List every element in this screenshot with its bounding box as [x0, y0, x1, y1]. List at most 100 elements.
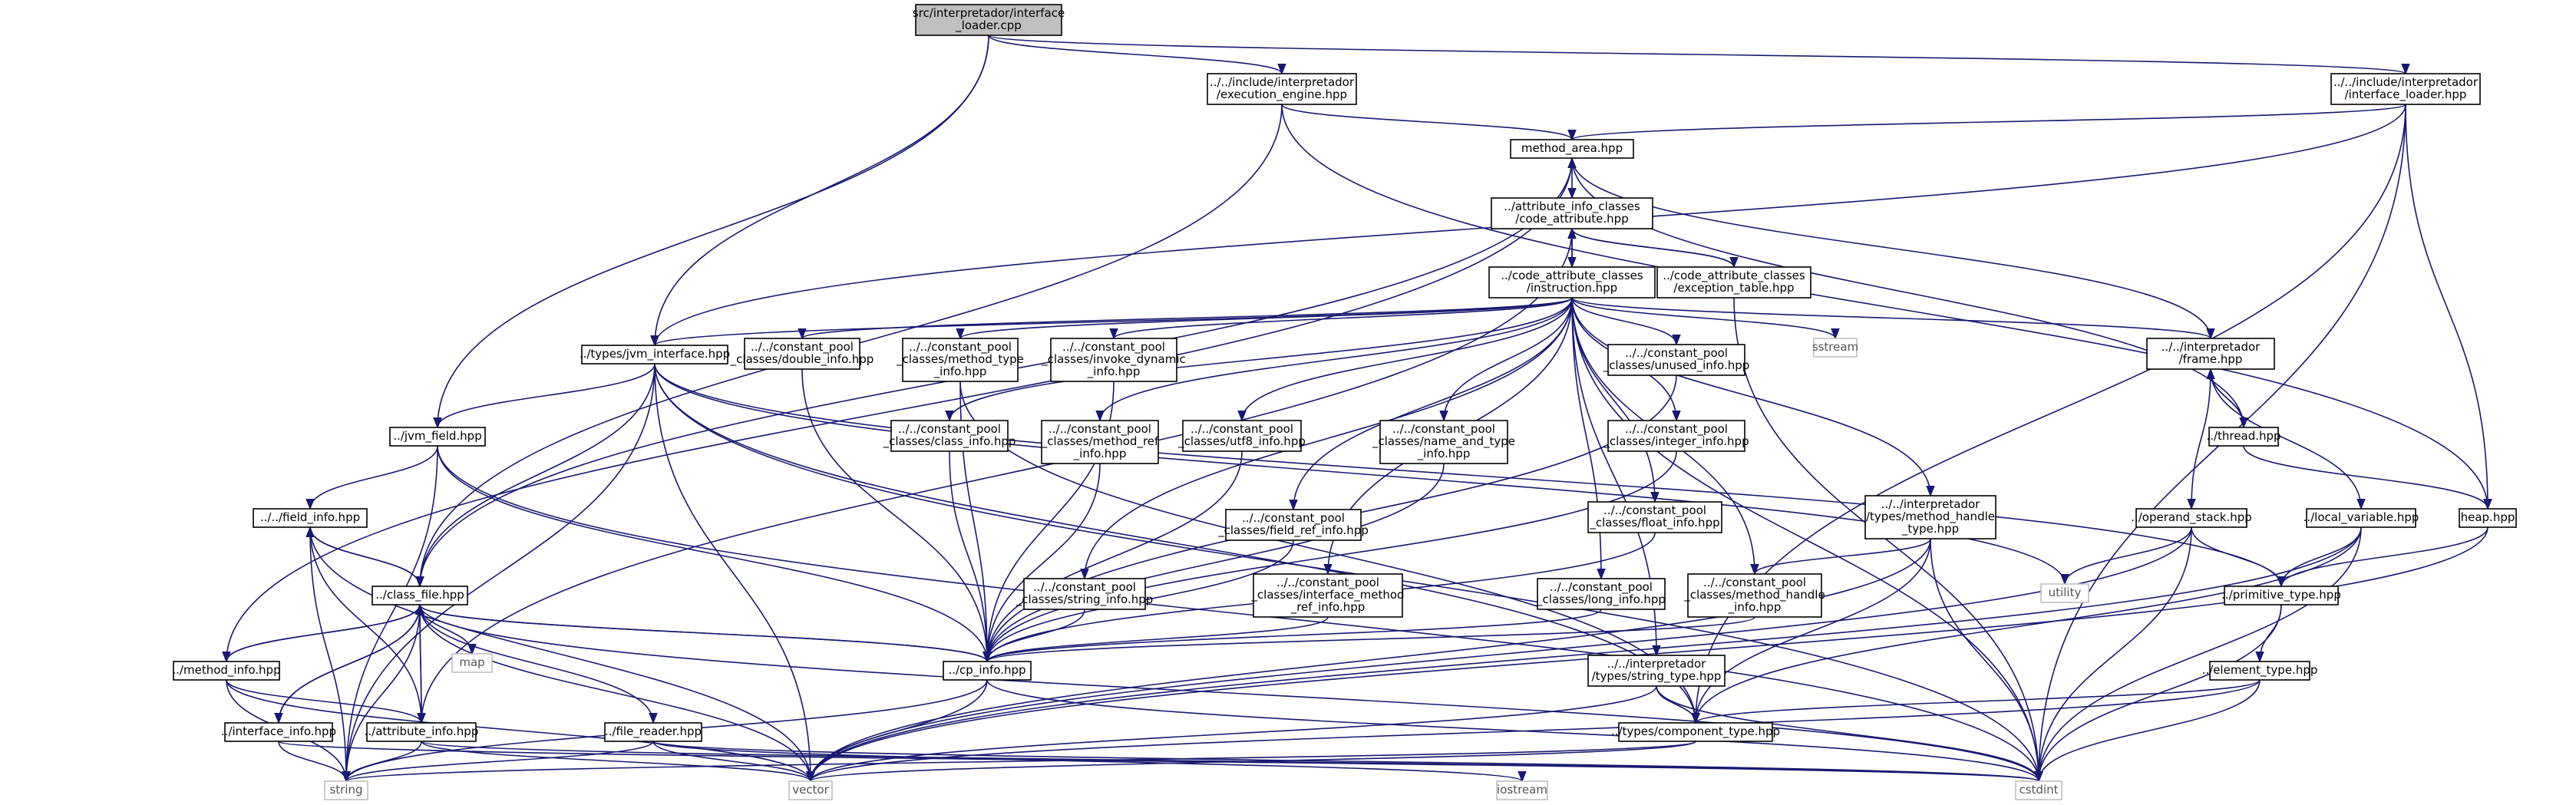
node-unused-info[interactable]: ../../constant_pool_classes/unused_info.…	[1603, 344, 1750, 376]
node-label: ../../field_info.hpp	[260, 510, 360, 525]
edge-instruction-to-method_ref	[1095, 297, 1573, 422]
node-utility[interactable]: utility	[2040, 583, 2089, 603]
node-label: ../interface_info.hpp	[221, 724, 336, 739]
node-method-area[interactable]: method_area.hpp	[1510, 139, 1634, 159]
node-cstdint[interactable]: cstdint	[2015, 780, 2062, 800]
node-label: map	[459, 655, 484, 669]
node-string-type[interactable]: ../../interpretador/types/string_type.hp…	[1587, 655, 1726, 687]
node-interface-info[interactable]: ../interface_info.hpp	[221, 722, 336, 742]
node-sstream[interactable]: sstream	[1812, 338, 1858, 358]
node-label: string	[329, 783, 362, 797]
edge-class_info-to-cp_info	[949, 450, 992, 663]
node-heap[interactable]: heap.hpp	[2459, 508, 2517, 528]
node-label: ../../constant_pool	[898, 422, 1001, 437]
node-iface-loader[interactable]: ../../include/interpretador/interface_lo…	[2330, 73, 2481, 105]
edge-method_info-to-attribute_info	[226, 679, 426, 724]
edge-operand_stack-to-utility	[2060, 526, 2192, 586]
node-box	[1488, 266, 1656, 299]
node-name-type[interactable]: ../../constant_pool_classes/name_and_typ…	[1372, 420, 1515, 464]
node-label: /types/method_handle	[1866, 510, 1995, 524]
node-label: src/interpretador/interface	[913, 6, 1065, 20]
node-exception-table[interactable]: ../code_attribute_classes/exception_tabl…	[1656, 266, 1811, 299]
node-iostream[interactable]: iostream	[1496, 780, 1548, 800]
node-vector[interactable]: vector	[788, 780, 833, 800]
node-frame[interactable]: ../../interpretador/frame.hpp	[2146, 338, 2275, 370]
node-label: utility	[2049, 586, 2082, 599]
node-method-handle-info[interactable]: ../../constant_pool_classes/method_handl…	[1683, 573, 1825, 618]
node-label: ../../constant_pool	[1276, 576, 1379, 590]
node-long-info[interactable]: ../../constant_pool_classes/long_info.hp…	[1536, 578, 1666, 610]
edge-instruction-to-cstdint	[1571, 297, 2043, 783]
node-label: _classes/class_info.hpp	[883, 434, 1016, 449]
edge-interface_info-to-cstdint	[278, 741, 2043, 783]
node-attribute-info[interactable]: ../attribute_info.hpp	[365, 722, 479, 742]
node-cp-info[interactable]: ../cp_info.hpp	[943, 661, 1032, 681]
edge-local_variable-to-primitive_type	[2277, 526, 2362, 588]
node-method-ref[interactable]: ../../constant_pool_classes/method_ref_i…	[1041, 420, 1159, 464]
node-label: _classes/field_ref_info.hpp	[1217, 523, 1369, 538]
node-string-info[interactable]: ../../constant_pool_classes/string_info.…	[1016, 578, 1154, 610]
node-code-attr[interactable]: ../attribute_info_classes/code_attribute…	[1491, 197, 1653, 229]
node-method-handle-type[interactable]: ../../interpretador/types/method_handle_…	[1864, 495, 1996, 539]
node-method-type-info[interactable]: ../../constant_pool_classes/method_type_…	[896, 338, 1024, 382]
edge-name_type-to-cp_info	[983, 463, 1445, 663]
node-instruction[interactable]: ../code_attribute_classes/instruction.hp…	[1488, 266, 1656, 299]
node-jvm-interface[interactable]: ../types/jvm_interface.hpp	[580, 345, 730, 365]
node-exec-engine[interactable]: ../../include/interpretador/execution_en…	[1207, 73, 1357, 105]
node-element-type[interactable]: ../element_type.hpp	[2202, 661, 2318, 681]
node-operand-stack[interactable]: ../operand_stack.hpp	[2131, 508, 2252, 528]
node-component-type[interactable]: ../types/component_type.hpp	[1611, 722, 1780, 742]
node-label: ../../constant_pool	[1191, 422, 1293, 437]
node-iface-method-ref[interactable]: ../../constant_pool_classes/interface_me…	[1250, 573, 1405, 618]
node-primitive-type[interactable]: ../primitive_type.hpp	[2221, 586, 2341, 605]
node-file-reader[interactable]: ../file_reader.hpp	[604, 722, 702, 742]
node-box	[2224, 586, 2339, 605]
edge-attribute_info-to-class_file	[415, 603, 424, 724]
node-jvm-field[interactable]: ../jvm_field.hpp	[389, 427, 486, 447]
node-utf8-info[interactable]: ../../constant_pool_classes/utf8_info.hp…	[1177, 420, 1306, 452]
edge-attribute_info-to-vector	[421, 741, 815, 783]
node-label: _info.hpp	[1073, 447, 1127, 461]
edge-root-to-exec_engine	[988, 35, 1286, 75]
node-double-info[interactable]: ../../constant_pool_classes/double_info.…	[730, 338, 874, 370]
node-box	[2015, 780, 2062, 800]
edge-root-to-jvm_field	[433, 35, 989, 429]
edge-local_variable-to-component_type	[1691, 526, 2362, 724]
node-field-info[interactable]: ../../field_info.hpp	[253, 508, 368, 528]
node-class-info[interactable]: ../../constant_pool_classes/class_info.h…	[883, 420, 1016, 452]
node-box	[1618, 722, 1773, 742]
node-invoke-dynamic[interactable]: ../../constant_pool_classes/invoke_dynam…	[1041, 338, 1186, 382]
node-box	[2459, 508, 2517, 528]
node-field-ref[interactable]: ../../constant_pool_classes/field_ref_in…	[1217, 509, 1369, 541]
node-box	[451, 653, 493, 673]
node-integer-info[interactable]: ../../constant_pool_classes/integer_info…	[1603, 420, 1749, 452]
node-thread[interactable]: ../thread.hpp	[2206, 427, 2281, 447]
node-box	[1253, 573, 1403, 618]
node-method-info[interactable]: ../method_info.hpp	[172, 661, 281, 681]
node-box	[1587, 501, 1722, 533]
node-map[interactable]: map	[451, 653, 493, 673]
node-local-variable[interactable]: ../local_variable.hpp	[2304, 508, 2419, 528]
edge-method_handle_info-to-cp_info	[983, 616, 1755, 663]
edge-root-to-iface_loader	[988, 35, 2409, 75]
node-box	[1607, 344, 1745, 376]
edge-method_area-to-method_info	[222, 157, 1573, 663]
node-label: _classes/method_handle	[1683, 588, 1825, 602]
edge-instruction-to-method_handle_type	[1571, 297, 1935, 497]
node-box	[902, 338, 1019, 382]
node-class-file[interactable]: ../class_file.hpp	[372, 586, 468, 605]
node-float-info[interactable]: ../../constant_pool_classes/float_info.h…	[1587, 501, 1722, 533]
node-label: _classes/invoke_dynamic	[1041, 352, 1186, 367]
node-label: _classes/long_info.hpp	[1536, 592, 1666, 607]
edge-jvm_field-to-cp_info	[437, 445, 992, 663]
node-label: _info.hpp	[933, 365, 987, 379]
node-label: ../class_file.hpp	[375, 588, 464, 602]
node-label: ../../include/interpretador	[1210, 75, 1355, 89]
edge-interface_info-to-class_file	[278, 603, 424, 724]
node-label: ../../constant_pool	[751, 340, 854, 355]
edge-method_info-to-vector	[226, 679, 815, 783]
node-label: ../../constant_pool	[1550, 580, 1653, 595]
node-string[interactable]: string	[324, 780, 368, 800]
edge-primitive_type-to-element_type	[2255, 604, 2282, 663]
